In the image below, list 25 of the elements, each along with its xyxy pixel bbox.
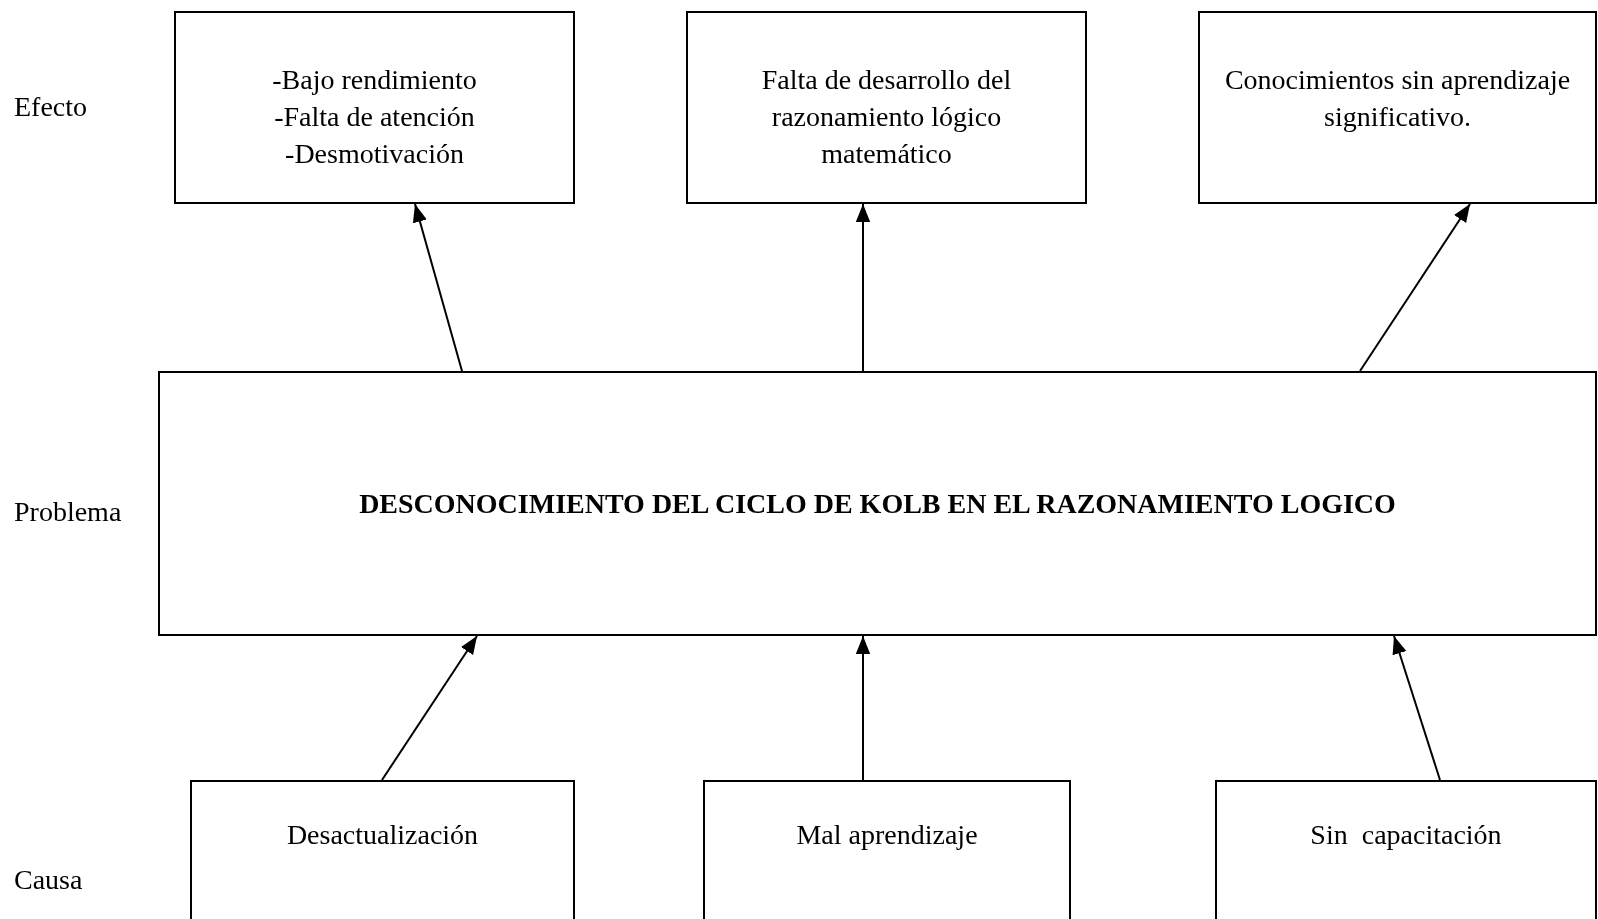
cause-box (703, 780, 1071, 919)
box-text: -Falta de atención (274, 100, 475, 134)
box-text: DESCONOCIMIENTO DEL CICLO DE KOLB EN EL RAZONAMIENTO LOGICO (359, 486, 1396, 521)
arrow (1359, 203, 1471, 372)
box-text: Sin capacitación (1310, 818, 1502, 852)
row-label: Problema (14, 496, 122, 528)
effect-box (686, 11, 1087, 204)
arrow (381, 635, 478, 781)
arrow (1392, 635, 1441, 781)
arrow (855, 203, 871, 372)
row-label: Causa (14, 864, 83, 896)
box-text: -Bajo rendimiento (272, 63, 477, 97)
box-text: Conocimientos sin aprendizaje significativo. (1223, 63, 1572, 134)
box-text: Falta de desarrollo del razonamiento lógico matemático (760, 63, 1013, 171)
box-text: Desactualización (286, 818, 479, 852)
cause-box (190, 780, 575, 919)
box-text: -Desmotivación (285, 137, 464, 171)
row-label: Efecto (14, 91, 88, 123)
problem-box (158, 371, 1597, 636)
effect-box (174, 11, 575, 204)
arrow (855, 635, 871, 781)
cause-box (1215, 780, 1597, 919)
effect-box (1198, 11, 1597, 204)
box-text: Mal aprendizaje (796, 818, 978, 852)
arrow (412, 203, 463, 372)
